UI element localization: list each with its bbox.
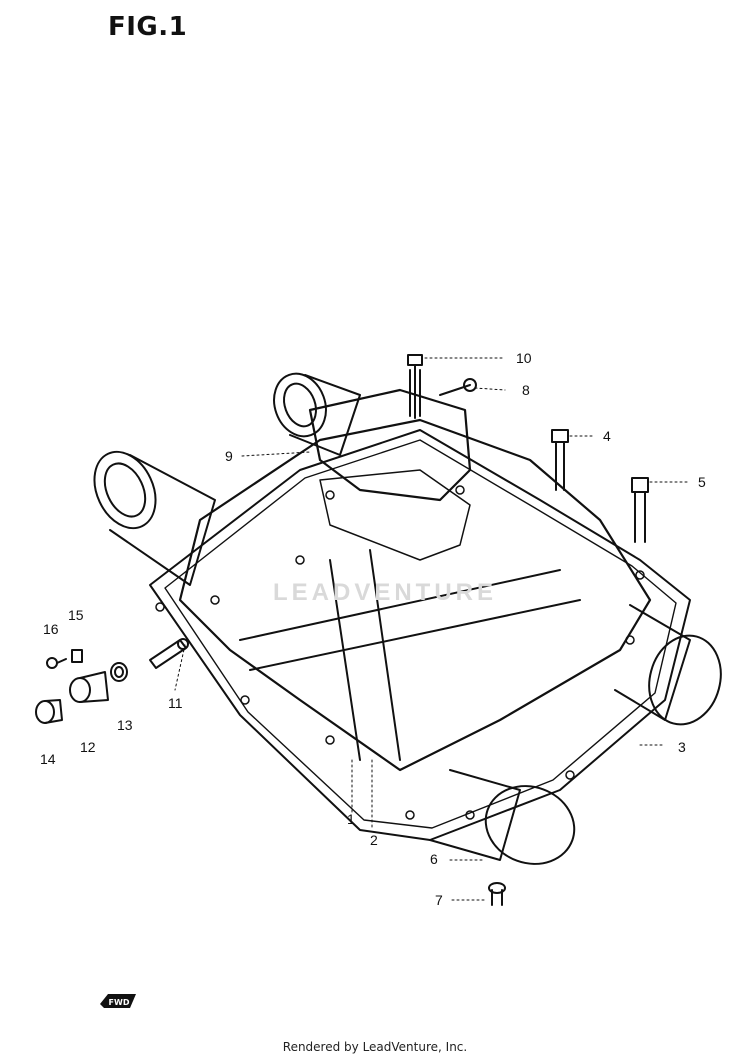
callout-3: 3 <box>678 739 686 755</box>
bolt-10 <box>407 354 423 419</box>
callout-7: 7 <box>435 892 443 908</box>
callout-1: 1 <box>347 811 355 827</box>
cylinder-head-cover <box>178 418 652 772</box>
callout-14: 14 <box>40 751 56 767</box>
right-end-cap <box>648 634 722 726</box>
footer-credit: Rendered by LeadVenture, Inc. <box>282 1040 468 1054</box>
callout-4: 4 <box>603 428 611 444</box>
forward-direction-arrow-icon: FWD <box>100 994 136 1008</box>
breather-gasket <box>319 469 471 561</box>
callout-9: 9 <box>225 448 233 464</box>
washer-13 <box>110 662 128 682</box>
callout-5: 5 <box>698 474 706 490</box>
cap-14 <box>35 699 63 724</box>
left-cam-cap <box>93 450 157 530</box>
callout-11: 11 <box>168 695 183 711</box>
cover-rib-vertical <box>329 549 401 761</box>
bolt-7 <box>488 882 506 906</box>
callout-10: 10 <box>516 350 532 366</box>
gasket-outline <box>149 429 691 841</box>
callout-16: 16 <box>43 621 59 637</box>
callout-6: 6 <box>430 851 438 867</box>
callout-13: 13 <box>117 717 133 733</box>
bolt-5 <box>631 477 649 543</box>
callout-12: 12 <box>80 739 96 755</box>
bolt-4 <box>551 429 569 491</box>
clip-15 <box>71 649 83 663</box>
bolt-11 <box>149 638 189 669</box>
sleeve-12 <box>69 671 109 703</box>
cover-rib-horizontal <box>239 569 581 671</box>
upper-cam-cap <box>273 372 327 438</box>
gasket-inner-outline <box>164 439 677 829</box>
figure-title: FIG.1 <box>108 12 188 42</box>
direction-badge-label: FWD <box>109 998 130 1007</box>
callout-2: 2 <box>370 832 378 848</box>
callout-15: 15 <box>68 607 84 623</box>
screw-16 <box>46 657 67 669</box>
watermark: LEADVENTURE <box>273 579 497 606</box>
callout-8: 8 <box>522 382 530 398</box>
lower-end-cap <box>484 785 576 865</box>
